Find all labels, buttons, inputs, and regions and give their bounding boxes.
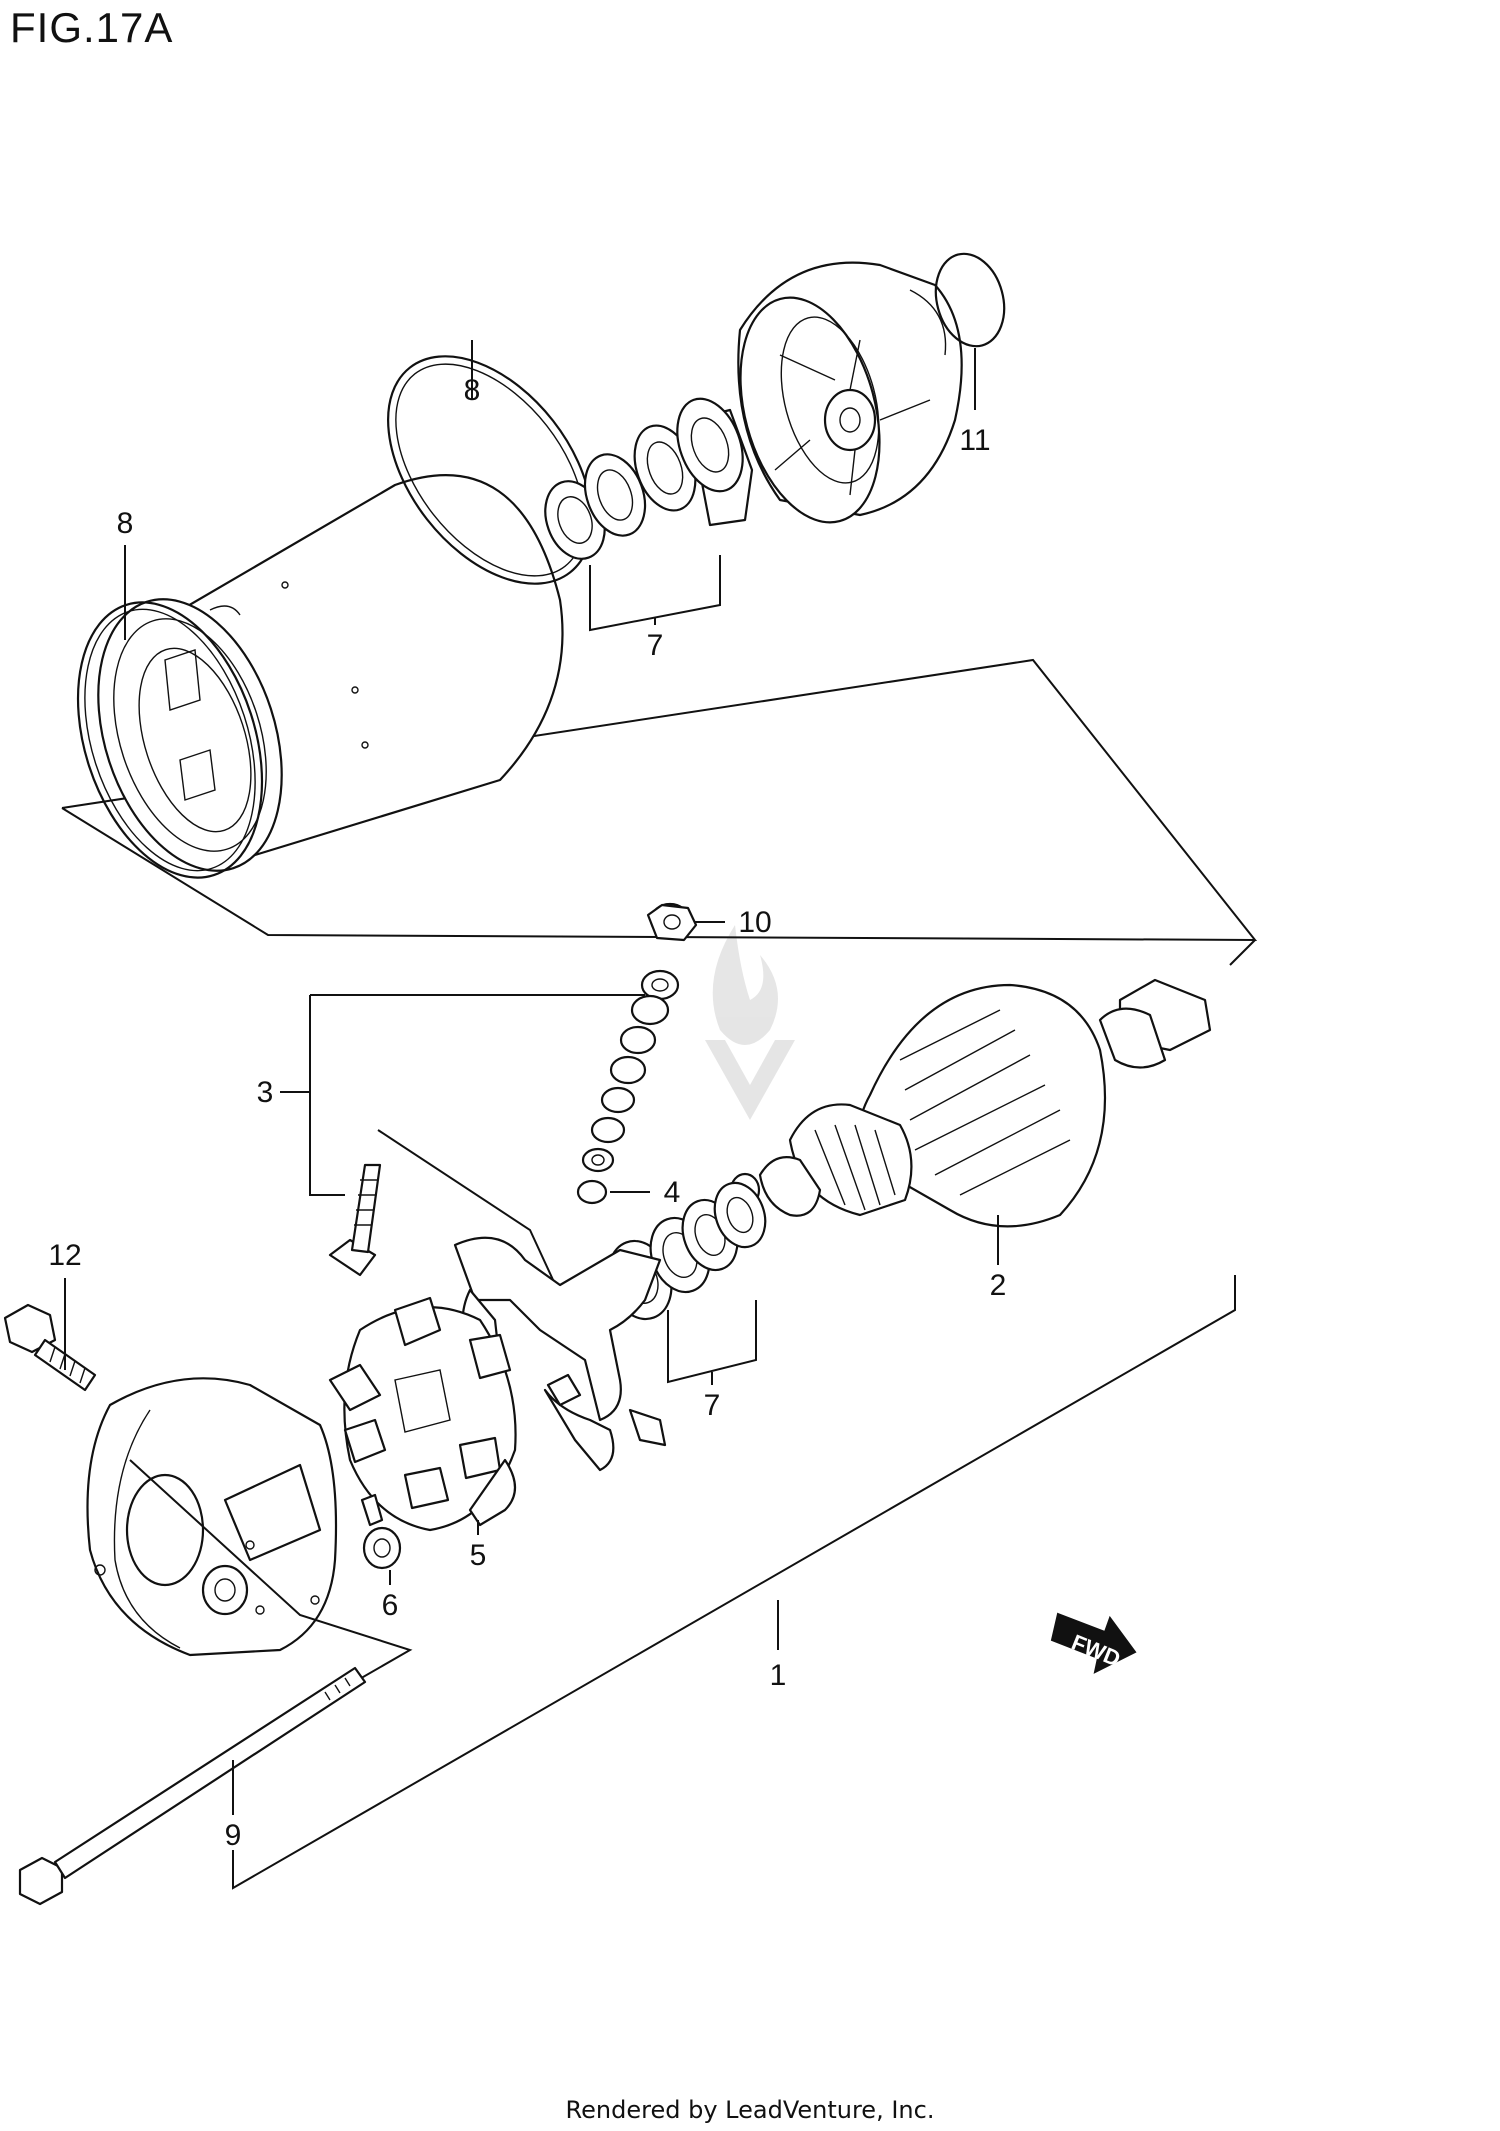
bracket-7-lower	[667, 1300, 757, 1384]
callout-12: 12	[48, 1239, 81, 1272]
callout-2: 2	[990, 1269, 1007, 1302]
callout-7-lower: 7	[704, 1389, 721, 1422]
callout-3: 3	[257, 1076, 274, 1109]
callout-10: 10	[738, 906, 771, 939]
terminal-bolt	[328, 1163, 382, 1277]
terminal-guide-line	[377, 1129, 561, 1296]
armature	[729, 978, 1212, 1228]
callout-4: 4	[664, 1176, 681, 1209]
callout-5: 5	[470, 1539, 487, 1572]
footer-credit: Rendered by LeadVenture, Inc.	[566, 2096, 935, 2124]
callout-8-front: 8	[117, 507, 134, 540]
through-bolt	[18, 1666, 367, 1906]
o-ring-yoke-front-inner	[84, 608, 256, 872]
armature-guide-line	[1229, 939, 1256, 966]
front-housing	[86, 1377, 338, 1657]
callout-6: 6	[382, 1589, 399, 1622]
bracket-7-upper	[589, 555, 721, 632]
o-ring-yoke-rear-inner	[395, 363, 585, 577]
callout-9: 9	[225, 1819, 242, 1852]
fwd-arrow-icon: FWD	[1050, 1612, 1137, 1674]
o-ring-yoke-front	[76, 601, 264, 879]
nut	[646, 903, 698, 942]
yoke-housing	[97, 474, 564, 872]
brush-plate	[453, 1236, 667, 1472]
terminal-set	[581, 902, 691, 1173]
callout-7-upper: 7	[647, 629, 664, 662]
bracket-3-side	[309, 995, 345, 1196]
o-ring-yoke-rear	[387, 355, 593, 585]
washer-set-upper	[544, 397, 754, 560]
end-cover	[737, 261, 963, 524]
o-ring-housing	[934, 252, 1006, 348]
bracket-1	[232, 1275, 1236, 1890]
callout-11: 11	[959, 424, 990, 457]
leadventure-watermark-icon	[705, 925, 795, 1120]
bolt	[3, 1303, 97, 1392]
bushing	[360, 1493, 402, 1570]
callout-8-rear: 8	[464, 374, 481, 407]
o-ring-small	[576, 1179, 608, 1205]
callout-1: 1	[770, 1659, 787, 1692]
brush-holder	[328, 1296, 517, 1532]
figure-title: FIG.17A	[10, 4, 173, 51]
